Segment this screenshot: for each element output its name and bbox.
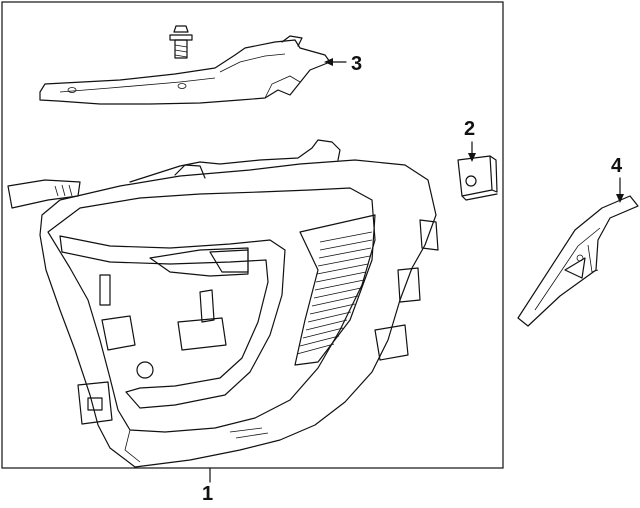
bolt-part [169, 25, 193, 59]
callout-4-arrow [616, 194, 624, 203]
callout-2: 2 [464, 118, 475, 140]
upper-bracket-part [39, 35, 331, 105]
headlamp-assembly-part [7, 139, 439, 468]
callout-3-arrow [324, 58, 333, 66]
callout-1: 1 [202, 483, 213, 505]
clip-part [457, 155, 498, 201]
callout-4: 4 [611, 155, 623, 177]
side-bracket-part [517, 195, 639, 327]
callout-2-arrow [468, 153, 476, 162]
assembly-frame [1, 1, 504, 469]
callout-3: 3 [351, 53, 362, 75]
callout-leaders [209, 61, 621, 483]
